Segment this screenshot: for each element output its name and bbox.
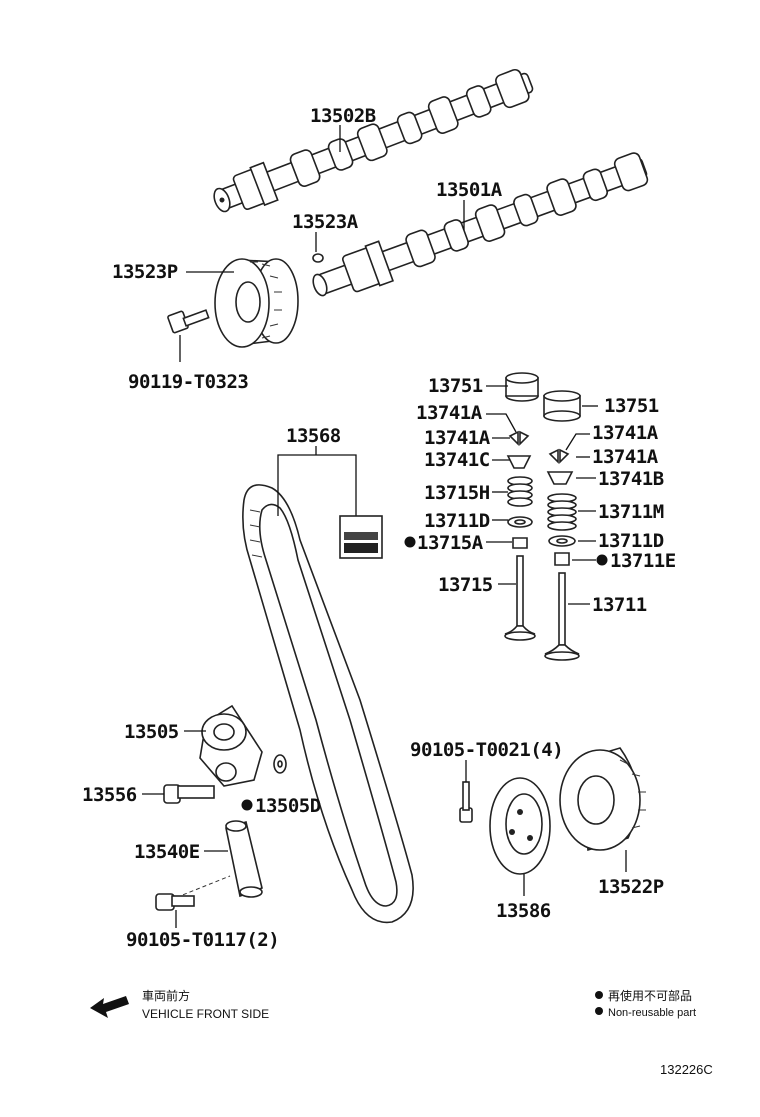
label-keeper-2: 13741A (424, 427, 491, 449)
spring-retainer-left (506, 455, 532, 469)
non-reusable-dot-seal-right (596, 554, 608, 566)
camshaft-exhaust (213, 68, 534, 213)
label-keeper-4: 13741A (592, 446, 659, 468)
label-pulley-bolt: 90119-T0323 (128, 371, 248, 393)
valve-spring-left (507, 476, 533, 507)
cam-pulley (214, 258, 299, 348)
direction-jp: 車両前方 (142, 988, 190, 1003)
crank-sprocket (559, 747, 646, 852)
legend-en: Non-reusable part (608, 1007, 696, 1019)
label-valve-right: 13711 (592, 594, 647, 616)
label-camshaft-exhaust: 13502B (310, 105, 376, 127)
label-retainer-c: 13741C (424, 449, 490, 471)
front-direction: 車両前方 VEHICLE FRONT SIDE (90, 988, 269, 1021)
label-crank-pulley: 13586 (496, 900, 551, 922)
leader-lines (142, 125, 627, 928)
legend-dot-icon (595, 1007, 603, 1015)
label-tensioner-bolts: 90105-T0117(2) (126, 929, 279, 951)
tensioner-unit-bolt (155, 893, 195, 911)
diagram-id: 132226C (660, 1062, 713, 1077)
label-keeper-1: 13741A (416, 402, 483, 424)
valve-lifter-right (543, 390, 581, 422)
label-cam-pulley: 13523P (112, 261, 178, 283)
legend-dot-icon (595, 991, 603, 999)
label-retainer-b: 13741B (598, 468, 664, 490)
camshaft-intake (312, 152, 649, 297)
label-seat-right: 13711D (598, 530, 664, 552)
label-seat-left: 13711D (424, 510, 490, 532)
label-crank-sprocket: 13522P (598, 876, 664, 898)
spring-seat-left (507, 516, 533, 528)
label-spring-m: 13711M (598, 501, 664, 523)
label-tensioner-washer: 13505D (255, 795, 321, 817)
valve-lifter-left (505, 372, 539, 402)
direction-en: VEHICLE FRONT SIDE (142, 1007, 269, 1021)
label-valve-left: 13715 (438, 574, 493, 596)
spring-seat-right (548, 535, 576, 547)
label-lifter-left: 13751 (428, 375, 483, 397)
tensioner-washer (273, 754, 287, 774)
cam-pin (312, 253, 324, 263)
part-labels: 13502B 13501A 13523A 13523P 90119-T0323 … (82, 105, 676, 951)
crank-bolt (459, 781, 473, 823)
non-reusable-dot-washer (241, 799, 253, 811)
stem-seal-right (554, 552, 570, 566)
tensioner-pulley (199, 704, 263, 787)
label-crank-bolts: 90105-T0021(4) (410, 739, 563, 761)
valve-left (504, 555, 536, 641)
valve-keeper-left (508, 430, 530, 446)
label-camshaft-intake: 13501A (436, 179, 503, 201)
legend: 再使用不可部品 Non-reusable part (595, 988, 696, 1019)
non-reusable-dot-seal-left (404, 536, 416, 548)
valve-right (544, 572, 580, 661)
label-seal-left: 13715A (417, 532, 484, 554)
tensioner-bolt (163, 784, 215, 804)
stem-seal-left (512, 537, 528, 549)
crank-pulley (489, 777, 551, 875)
tensioner-unit (169, 820, 263, 901)
belt-label-tag (339, 515, 383, 559)
label-spring-h: 13715H (424, 482, 490, 504)
label-tensioner-bolt: 13556 (82, 784, 137, 806)
timing-belt (242, 484, 414, 924)
label-tensioner-pulley: 13505 (124, 721, 179, 743)
valve-spring-right (547, 493, 577, 531)
label-tensioner-unit: 13540E (134, 841, 200, 863)
pulley-bolt (167, 309, 210, 334)
arrow-left-icon (90, 996, 129, 1018)
label-keeper-3: 13741A (592, 422, 659, 444)
legend-jp: 再使用不可部品 (608, 988, 692, 1003)
label-cam-pin: 13523A (292, 211, 359, 233)
spring-retainer-right (546, 471, 574, 485)
label-seal-right: 13711E (610, 550, 676, 572)
label-lifter-right: 13751 (604, 395, 659, 417)
label-timing-belt: 13568 (286, 425, 341, 447)
valve-keeper-right (548, 448, 570, 464)
